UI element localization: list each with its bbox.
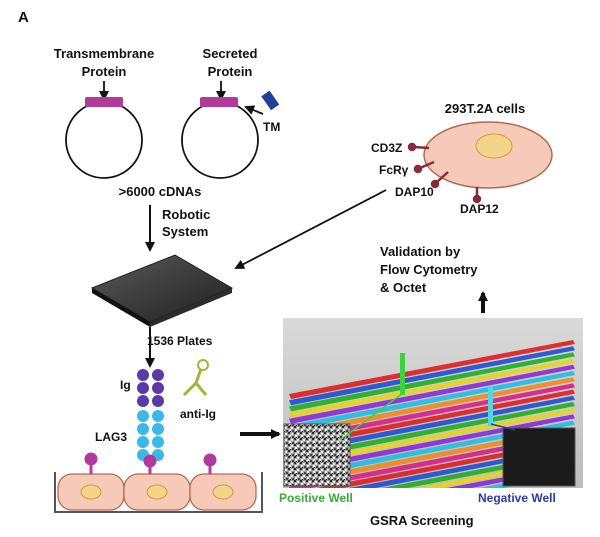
library-size-label: >6000 cDNAs: [119, 184, 202, 199]
positive-link-line: [339, 392, 404, 441]
positive-well-image: [283, 423, 351, 487]
secreted-insert: [200, 97, 238, 107]
receptor-dap12: DAP12: [460, 202, 499, 216]
robotic-label-line1: Robotic: [162, 207, 210, 222]
cell-nucleus: [475, 133, 513, 159]
plate-side-left: [92, 288, 150, 327]
secreted-label-line1: Secreted: [203, 46, 258, 61]
tm-arrow: [244, 105, 264, 115]
transmembrane-label-line1: Transmembrane: [54, 46, 154, 61]
secreted-label-line2: Protein: [208, 64, 253, 79]
screen-stripe: [289, 364, 575, 424]
secreted-plasmid-ring: [181, 101, 259, 179]
receptor-group: [407, 142, 482, 204]
transmembrane-plasmid-ring: [65, 101, 143, 179]
plate-side-right: [150, 288, 232, 327]
plate-1536: 1536 Plates: [90, 254, 234, 348]
plate-top: [90, 254, 234, 323]
anti-ig-antibody: anti-Ig: [180, 359, 216, 421]
transmembrane-plasmid: Transmembrane Protein: [54, 46, 154, 179]
lag3-label: LAG3: [95, 430, 127, 444]
tm-label: TM: [263, 120, 280, 134]
screening-title: GSRA Screening: [370, 513, 474, 528]
panel-label: A: [18, 9, 29, 26]
cells-to-plate-arrow: [234, 189, 387, 269]
gsra-screen-image: [283, 318, 583, 488]
well-outline: [54, 472, 263, 513]
screen-stripe: [289, 383, 575, 443]
receptor-dap10: DAP10: [395, 185, 434, 199]
screen-stripe: [289, 346, 575, 406]
ig-beads: [137, 369, 164, 407]
negative-link-line: [490, 423, 516, 431]
negative-well-image: [502, 427, 576, 487]
anti-ig-arms: [182, 380, 208, 397]
screen-stripe: [289, 395, 575, 455]
receptor-cd3z: CD3Z: [371, 141, 402, 155]
robotic-label-line2: System: [162, 224, 208, 239]
anti-ig-tag: [197, 359, 209, 371]
cell-title: 293T.2A cells: [445, 101, 525, 116]
screen-stripe: [289, 408, 575, 468]
validation-line3: & Octet: [380, 280, 427, 295]
screen-stripe: [289, 352, 575, 412]
screen-stripe: [289, 402, 575, 461]
negative-spike: [488, 386, 493, 426]
tm-domain-block: [261, 90, 280, 111]
anti-ig-label: anti-Ig: [180, 407, 216, 421]
cell-293t: 293T.2A cells CD3Z FcRγ DAP10 DAP12: [371, 101, 553, 216]
lag3-beads: [137, 410, 164, 461]
positive-spike: [400, 353, 405, 395]
well-cells: [54, 452, 263, 513]
secreted-plasmid: Secreted Protein TM: [181, 46, 280, 179]
transmembrane-insert: [85, 97, 123, 107]
lag3-ig-fusion: Ig LAG3: [95, 369, 164, 461]
anti-ig-stem: [194, 368, 203, 384]
screen-stripe: [289, 377, 575, 437]
screen-stripe: [289, 371, 575, 430]
positive-well-label: Positive Well: [279, 491, 353, 505]
well-receptors: [84, 452, 217, 474]
plate-label: 1536 Plates: [147, 334, 213, 348]
ig-label: Ig: [120, 378, 131, 392]
validation-line1: Validation by: [380, 244, 461, 259]
screen-stripe: [289, 358, 575, 418]
validation-line2: Flow Cytometry: [380, 262, 478, 277]
transmembrane-label-line2: Protein: [82, 64, 127, 79]
receptor-fcry: FcRγ: [379, 163, 409, 177]
screen-stripe: [289, 340, 575, 399]
screen-stripe: [289, 389, 575, 449]
negative-well-label: Negative Well: [478, 491, 556, 505]
